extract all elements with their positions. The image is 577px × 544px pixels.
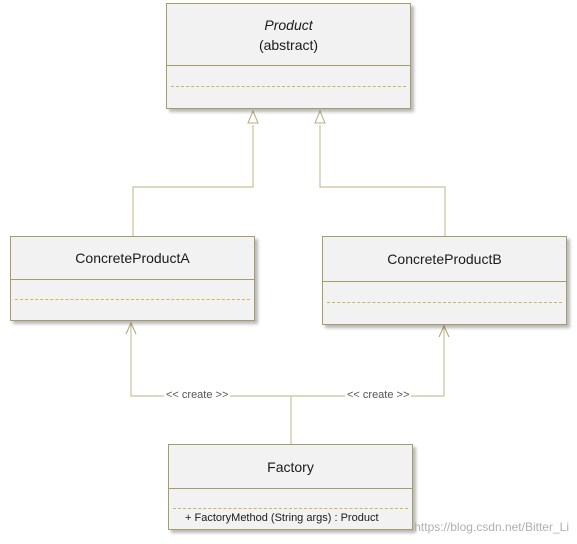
factory-class-header: Factory xyxy=(169,445,412,488)
create-label-a: << create >> xyxy=(164,389,231,402)
concrete-product-a-class-name: ConcreteProductA xyxy=(75,250,190,266)
product-operations-divider xyxy=(171,86,406,87)
create-label-b: << create >> xyxy=(345,389,412,402)
concrete-product-b-class-name: ConcreteProductB xyxy=(387,251,502,267)
product-class-header: Product (abstract) xyxy=(167,4,410,65)
concrete-product-b-attributes-divider xyxy=(323,281,566,282)
concrete-product-a-operations-divider xyxy=(15,299,250,300)
product-class-name: Product xyxy=(264,16,313,33)
factory-method-operation: + FactoryMethod (String args) : Product xyxy=(185,512,379,524)
create-arrowhead-a xyxy=(125,321,137,335)
product-attributes-divider xyxy=(167,65,410,66)
watermark-text: https://blog.csdn.net/Bitter_Li xyxy=(414,520,569,534)
concrete-product-a-class-header: ConcreteProductA xyxy=(11,237,254,279)
create-connector-a xyxy=(130,324,291,397)
inheritance-connector-a xyxy=(132,125,254,236)
inheritance-arrowhead-b xyxy=(314,109,326,124)
create-arrowhead-b xyxy=(438,324,450,338)
product-class-stereotype: (abstract) xyxy=(258,36,319,53)
inheritance-connector-b xyxy=(319,125,446,236)
inheritance-arrowhead-a xyxy=(247,109,259,124)
factory-class-name: Factory xyxy=(267,458,314,475)
concrete-product-a-class-box[interactable]: ConcreteProductA xyxy=(10,236,255,321)
factory-class-box[interactable]: Factory + FactoryMethod (String args) : … xyxy=(168,444,413,530)
concrete-product-b-class-header: ConcreteProductB xyxy=(323,237,566,281)
product-class-box[interactable]: Product (abstract) xyxy=(166,3,411,109)
factory-attributes-divider xyxy=(169,488,412,489)
concrete-product-a-attributes-divider xyxy=(11,279,254,280)
concrete-product-b-operations-divider xyxy=(327,302,562,303)
factory-operations-divider xyxy=(173,508,408,509)
concrete-product-b-class-box[interactable]: ConcreteProductB xyxy=(322,236,567,325)
create-connector-b xyxy=(291,327,445,397)
